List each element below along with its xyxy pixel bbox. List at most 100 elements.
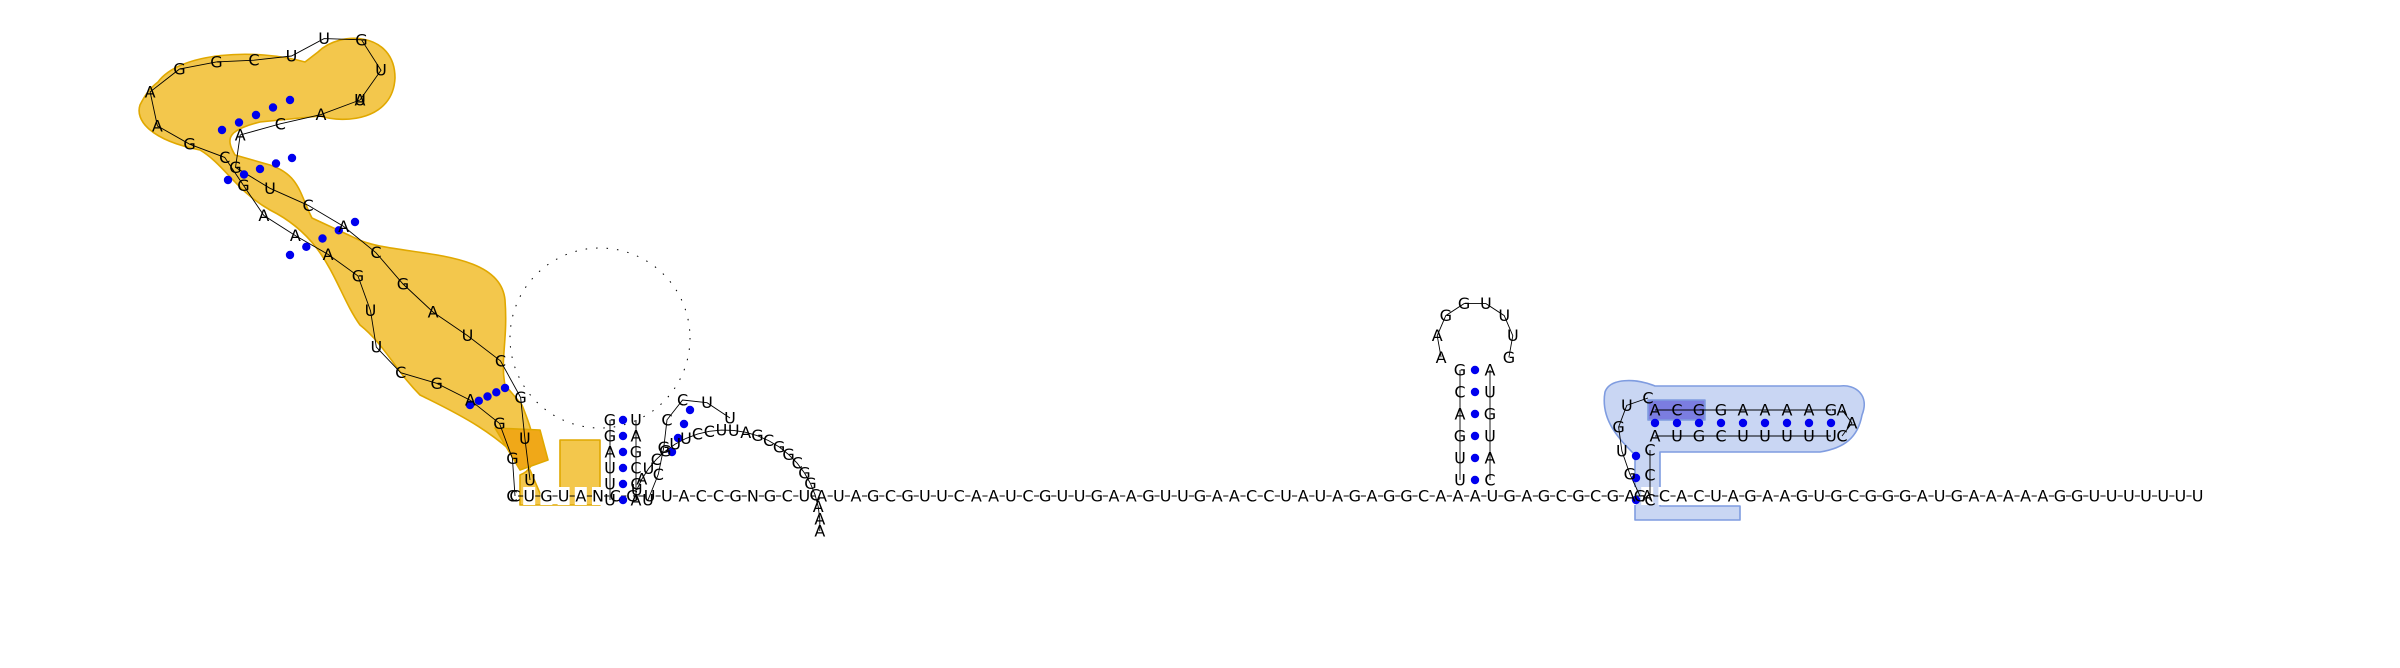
- blue-stem-dot-2: [1631, 451, 1641, 461]
- center-stem-right-base-1: A: [631, 427, 642, 446]
- arm-pair-dot-1-1: [239, 170, 249, 179]
- base-bg: [1056, 487, 1069, 505]
- tail-base-21: G: [867, 487, 879, 506]
- tail-base-81: G: [1899, 487, 1911, 506]
- center-stem-dot-4: [618, 479, 628, 489]
- arm-outer-base-24: U: [354, 91, 366, 110]
- blue-hairpin-top-base-5: A: [1760, 401, 1771, 420]
- base-bg: [2105, 487, 2118, 505]
- tail-base-85: A: [1969, 487, 1980, 506]
- base-bg: [1125, 487, 1138, 505]
- large-loop-backbone: [636, 429, 821, 531]
- base-bg: [1022, 487, 1034, 505]
- tail-base-33: U: [1074, 487, 1086, 506]
- tail-base-67: C: [1659, 487, 1670, 506]
- tail-base-5: N: [592, 487, 604, 506]
- center-stem-right-base-5: A: [631, 491, 642, 510]
- blue-hairpin-top-base-2: G: [1693, 401, 1705, 420]
- base-bg: [1331, 487, 1344, 505]
- tail-base-89: A: [2037, 487, 2048, 506]
- tail-base-37: G: [1142, 487, 1154, 506]
- tail-base-43: C: [1246, 487, 1257, 506]
- large-loop-base-13: C: [763, 431, 774, 450]
- tail-base-25: U: [936, 487, 948, 506]
- tail-base-71: A: [1728, 487, 1739, 506]
- right-hairpin-left-base-4: C: [1454, 383, 1465, 402]
- right-hairpin-loop-base-3: G: [1458, 294, 1470, 313]
- right-hairpin-loop-base-0: A: [1436, 348, 1447, 367]
- base-bg: [815, 487, 828, 505]
- large-loop-base-15: G: [782, 445, 794, 464]
- base-bg: [1606, 487, 1619, 505]
- tail-base-76: U: [1813, 487, 1825, 506]
- tail-base-18: A: [816, 487, 827, 506]
- blue-hairpin-dot-5: [1760, 418, 1770, 428]
- arm-inner-base-5: U: [264, 179, 276, 198]
- tail-base-39: U: [1177, 487, 1189, 506]
- blue-hairpin-dot-0: [1650, 418, 1660, 428]
- blue-stem-dot-0: [1631, 495, 1641, 505]
- right-hairpin-right-base-1: A: [1485, 449, 1496, 468]
- base-bg: [678, 487, 690, 505]
- large-loop-base-10: U: [728, 421, 740, 440]
- tail-base-51: G: [1383, 487, 1395, 506]
- center-stem-dot-3: [618, 463, 628, 473]
- blue-hairpin-left-base-1: G: [1624, 465, 1636, 484]
- tail-base-27: A: [971, 487, 982, 506]
- blue-hairpin-dot-6: [1782, 418, 1792, 428]
- blue-hairpin-top-base-3: G: [1715, 401, 1727, 420]
- tail-base-35: A: [1109, 487, 1120, 506]
- arm-outer-base-17: G: [173, 60, 185, 79]
- right-hairpin-loop-backbone: [1436, 303, 1514, 358]
- large-loop-base-19: C: [810, 485, 821, 504]
- base-bg: [1675, 487, 1688, 505]
- tail-base-73: A: [1762, 487, 1773, 506]
- tail-base-50: A: [1367, 487, 1378, 506]
- blue-hairpin-left-base-2: U: [1616, 442, 1628, 461]
- arm-outer-base-20: U: [286, 47, 298, 66]
- pseudoknot-dot-0: [667, 447, 677, 457]
- base-bg: [1176, 487, 1189, 505]
- base-bg: [1159, 487, 1172, 505]
- tail-base-3: U: [558, 487, 570, 506]
- tail-base-24: U: [919, 487, 931, 506]
- base-bg: [746, 487, 759, 505]
- arm-outer-base-13: C: [219, 148, 230, 167]
- blue-hairpin-dot-3: [1716, 418, 1726, 428]
- arm-pair-dot-2-4: [350, 217, 360, 227]
- arm-outer-base-5: C: [395, 363, 406, 382]
- base-bg: [850, 487, 862, 505]
- blue-hairpin-bottom-base-7: U: [1803, 427, 1815, 446]
- right-hairpin-left-base-3: A: [1455, 405, 1466, 424]
- arm-outer-base-23: U: [375, 61, 387, 80]
- center-stem-dot-5: [618, 495, 628, 505]
- base-bg: [1538, 487, 1550, 505]
- tail-base-17: U: [799, 487, 811, 506]
- right-hairpin-left-base-2: G: [1454, 427, 1466, 446]
- blue-hairpin-bottom-base-1: U: [1671, 427, 1683, 446]
- large-loop-base-8: C: [704, 422, 715, 441]
- large-loop-base-0: U: [631, 481, 643, 500]
- tail-base-69: C: [1693, 487, 1704, 506]
- blue-hairpin-top-base-4: A: [1738, 401, 1749, 420]
- base-bg: [1262, 487, 1275, 505]
- tail-base-11: C: [696, 487, 707, 506]
- blue-hairpin-top-base-0: A: [1650, 401, 1661, 420]
- arm-outer-base-8: G: [352, 266, 364, 285]
- arm-pair-dot-1-0: [223, 175, 233, 185]
- pseudoknot-dashed-loop: [509, 247, 691, 429]
- arm-outer-base-2: G: [493, 414, 505, 433]
- base-bg: [592, 487, 604, 505]
- base-bg: [1555, 487, 1568, 505]
- arm-inner-base-7: A: [338, 217, 349, 236]
- base-bg: [1383, 487, 1396, 505]
- center-stem-dot-1: [618, 431, 628, 441]
- right-hairpin-dot-5: [1470, 365, 1480, 375]
- base-bg: [626, 487, 639, 505]
- tail-base-10: A: [679, 487, 690, 506]
- pseudoknot-dot-3: [685, 405, 695, 415]
- base-bg: [523, 487, 536, 505]
- tail-base-63: C: [1590, 487, 1601, 506]
- large-loop-base-12: G: [751, 426, 763, 445]
- arm-inner-base-2: C: [275, 114, 286, 133]
